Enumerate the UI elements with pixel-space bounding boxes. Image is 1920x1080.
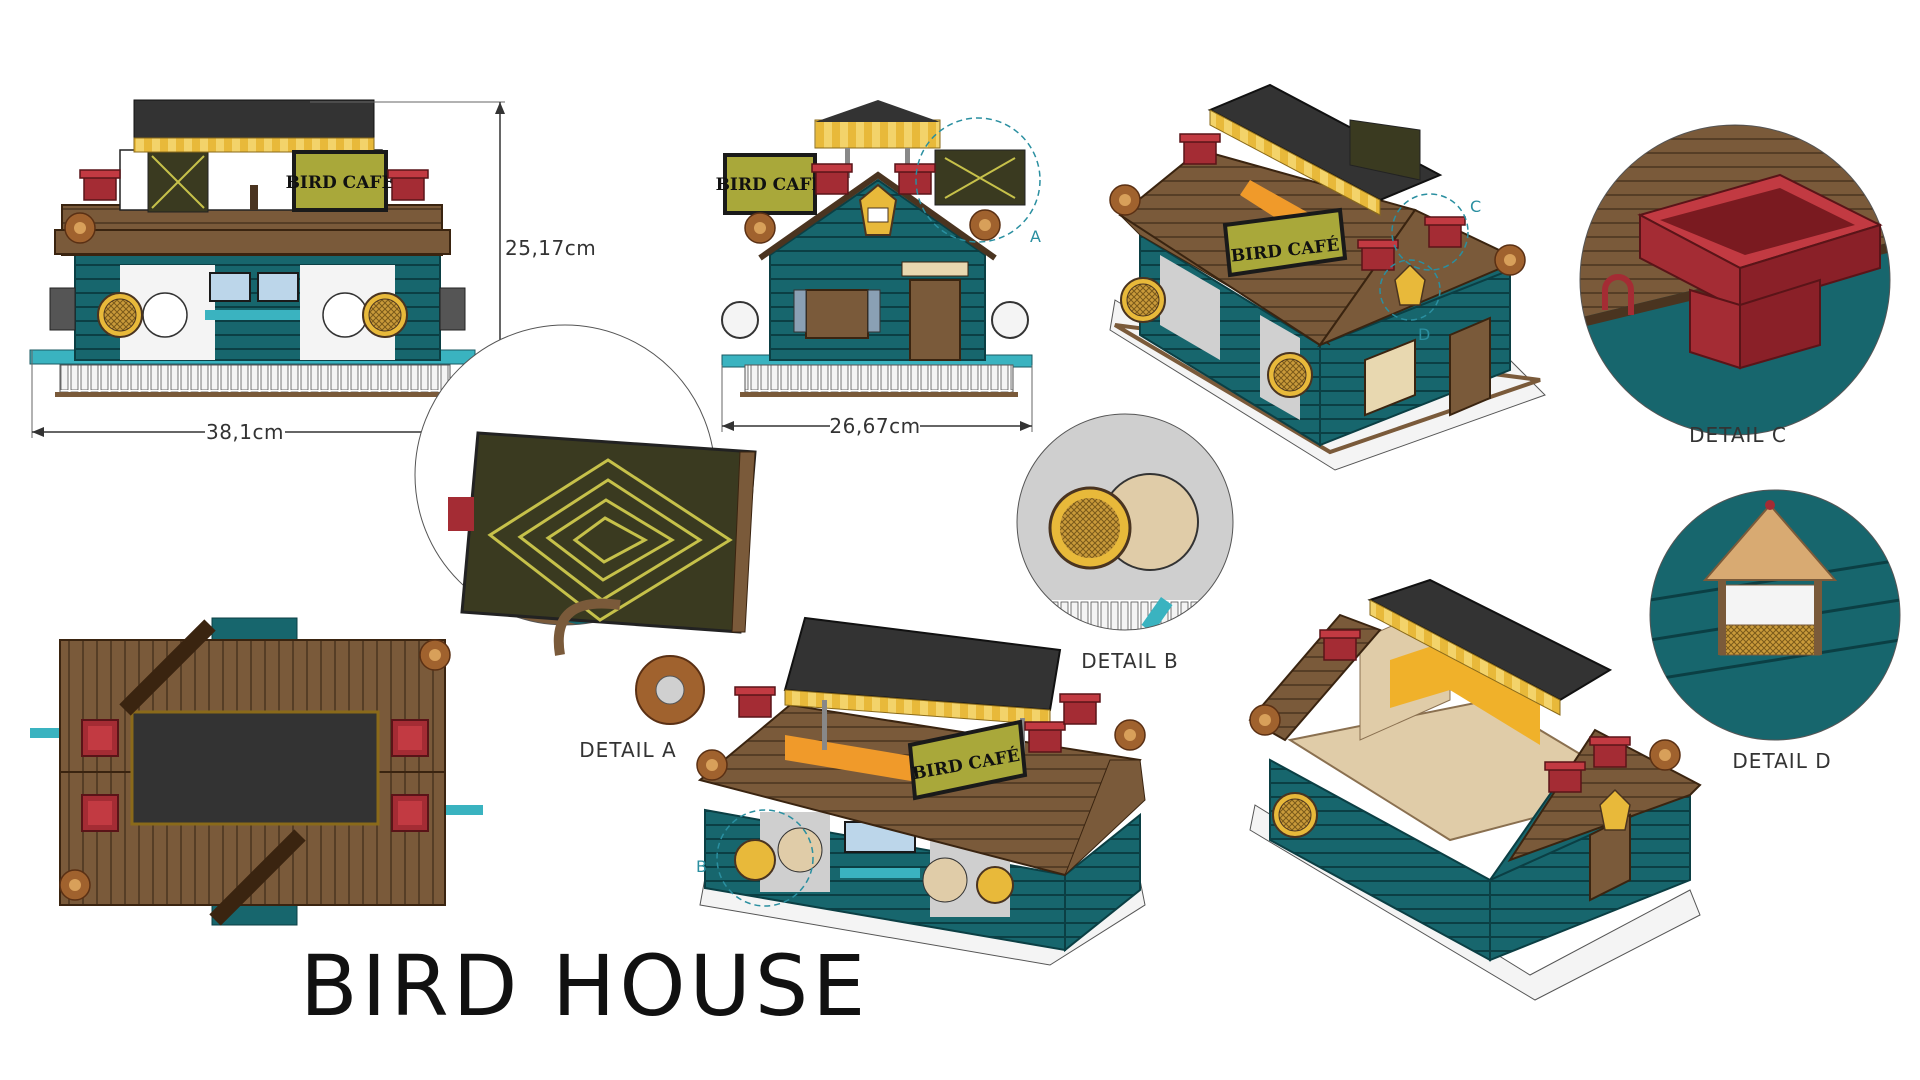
- callout-c-tag: C: [1470, 197, 1481, 216]
- detail-b-label: DETAIL B: [1081, 649, 1179, 673]
- side-width-dimension: 26,67cm: [829, 414, 920, 438]
- detail-a: DETAIL A: [414, 324, 757, 762]
- detail-c: DETAIL C: [1579, 124, 1891, 447]
- top-view: [30, 617, 483, 926]
- detail-c-label: DETAIL C: [1689, 423, 1787, 447]
- detail-d-label: DETAIL D: [1732, 749, 1831, 773]
- isometric-view-bottom: BIRD CAFÉ B: [696, 616, 1146, 966]
- side-sign-text: BIRD CAFÉ: [716, 174, 825, 195]
- callout-a-tag: A: [1030, 227, 1041, 246]
- callout-b-tag: B: [696, 857, 707, 876]
- front-view: BIRD CAFÉ 25,17cm 38,1cm: [29, 99, 596, 444]
- height-dimension: 25,17cm: [505, 236, 596, 260]
- detail-d: DETAIL D: [1649, 489, 1901, 773]
- isometric-view-top: BIRD CAFÉ C D: [1109, 83, 1546, 471]
- callout-d-tag: D: [1418, 325, 1430, 344]
- front-sign-text: BIRD CAFÉ: [286, 172, 395, 193]
- detail-a-label: DETAIL A: [579, 738, 676, 762]
- detail-b: DETAIL B: [1016, 413, 1234, 673]
- isometric-cutaway-view: [1248, 578, 1702, 1001]
- side-view: BIRD CAFÉ A 26,67cm: [716, 100, 1041, 438]
- front-width-dimension: 38,1cm: [206, 420, 284, 444]
- sheet-title: BIRD HOUSE: [300, 937, 869, 1035]
